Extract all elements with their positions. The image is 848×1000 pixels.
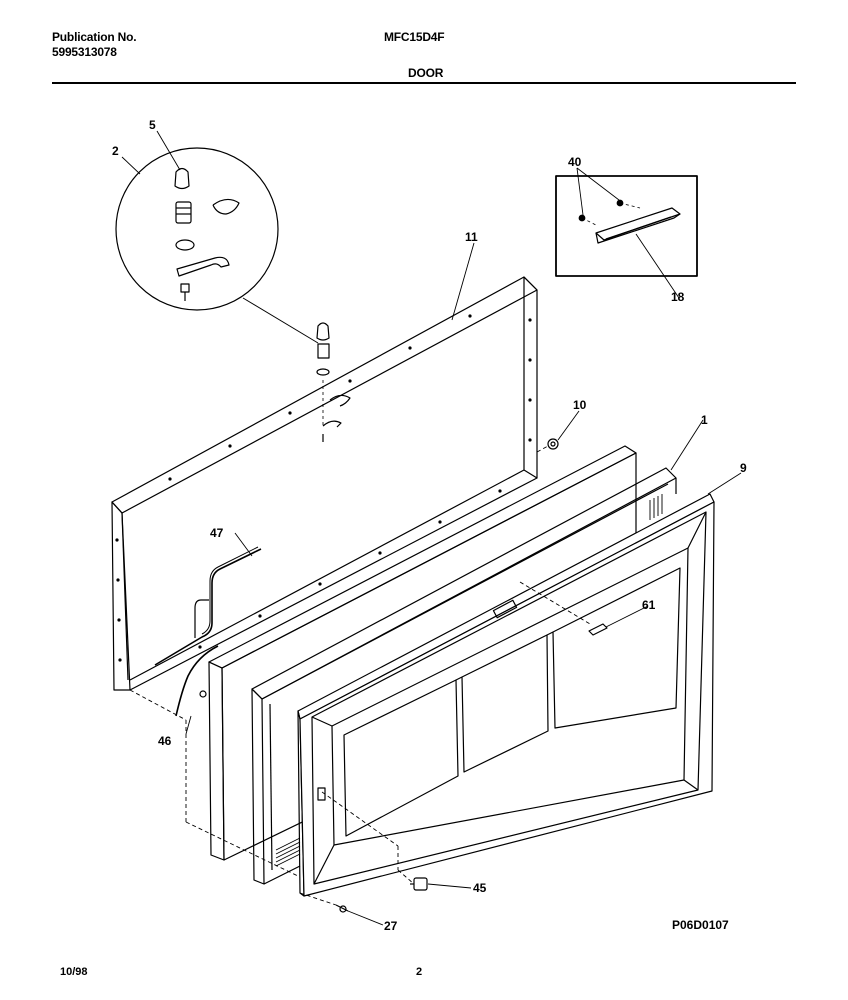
assembly-dashed-lines (129, 445, 591, 906)
drawing-code: P06D0107 (672, 918, 729, 932)
callout-10: 10 (573, 398, 587, 412)
hinge-leader (242, 297, 319, 344)
callout-61: 61 (642, 598, 656, 612)
door-gasket-frame (251, 467, 677, 885)
header-rule (52, 82, 796, 84)
door-liner-frame (111, 276, 538, 691)
wire-harness-47 (154, 548, 262, 666)
callout-47: 47 (210, 526, 224, 540)
callout-45: 45 (473, 881, 487, 895)
footer-date: 10/98 (60, 966, 88, 978)
callout-5: 5 (149, 118, 156, 132)
callout-9: 9 (740, 461, 747, 475)
model-number: MFC15D4F (384, 30, 445, 44)
nut-part-10 (547, 438, 559, 450)
callout-18: 18 (671, 290, 685, 304)
outer-door-panel (297, 493, 715, 897)
section-title: DOOR (408, 66, 444, 80)
handle-part-18 (595, 207, 681, 244)
callout-40: 40 (568, 155, 582, 169)
part-61 (588, 623, 608, 636)
callout-2: 2 (112, 144, 119, 158)
liner-screw-holes (115, 314, 532, 662)
callout-27: 27 (384, 919, 398, 933)
hinge-detail-circle (115, 147, 279, 311)
publication-number: 5995313078 (52, 45, 117, 59)
callout-leaders (121, 130, 742, 926)
gasket-hatch (275, 494, 663, 867)
publication-label: Publication No. (52, 30, 137, 44)
callout-1: 1 (701, 413, 708, 427)
footer-page: 2 (416, 966, 423, 978)
part-45 (410, 877, 428, 891)
wire-46 (175, 645, 219, 717)
screw-part-27 (335, 904, 349, 913)
liner-hinge-assembly (316, 322, 351, 442)
callout-46: 46 (158, 734, 172, 748)
handle-detail-box (555, 175, 698, 277)
callout-11: 11 (465, 230, 478, 244)
top-handle-bump (492, 599, 518, 619)
